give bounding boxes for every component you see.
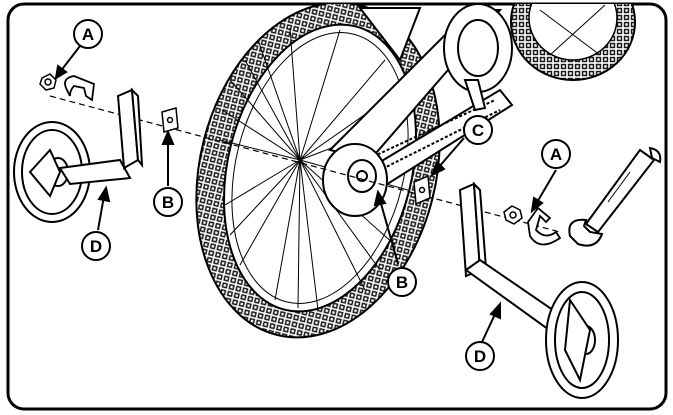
label-d-right: D xyxy=(474,347,486,366)
right-training-wheel xyxy=(458,181,619,399)
right-nut xyxy=(503,205,523,225)
bicycle-frame xyxy=(322,4,514,217)
label-b-left: B xyxy=(162,193,174,212)
callout-arrows xyxy=(54,45,557,343)
label-b-center: B xyxy=(396,273,408,292)
left-training-wheel xyxy=(13,87,144,223)
axle-alignment-line xyxy=(49,95,561,233)
right-washer-plate xyxy=(413,174,431,206)
left-washer-plate xyxy=(161,107,179,133)
front-wheel-fragment xyxy=(510,4,636,81)
label-c: C xyxy=(472,121,484,140)
right-bolt-hook xyxy=(527,206,562,246)
wrench-icon xyxy=(568,146,662,247)
bicycle-wheel xyxy=(195,4,441,339)
label-a-right: A xyxy=(550,145,562,164)
left-bolt-hook xyxy=(64,75,95,102)
left-nut xyxy=(39,73,57,91)
callout-circles xyxy=(73,19,571,371)
label-a-left: A xyxy=(82,25,94,44)
label-d-left: D xyxy=(90,237,102,256)
